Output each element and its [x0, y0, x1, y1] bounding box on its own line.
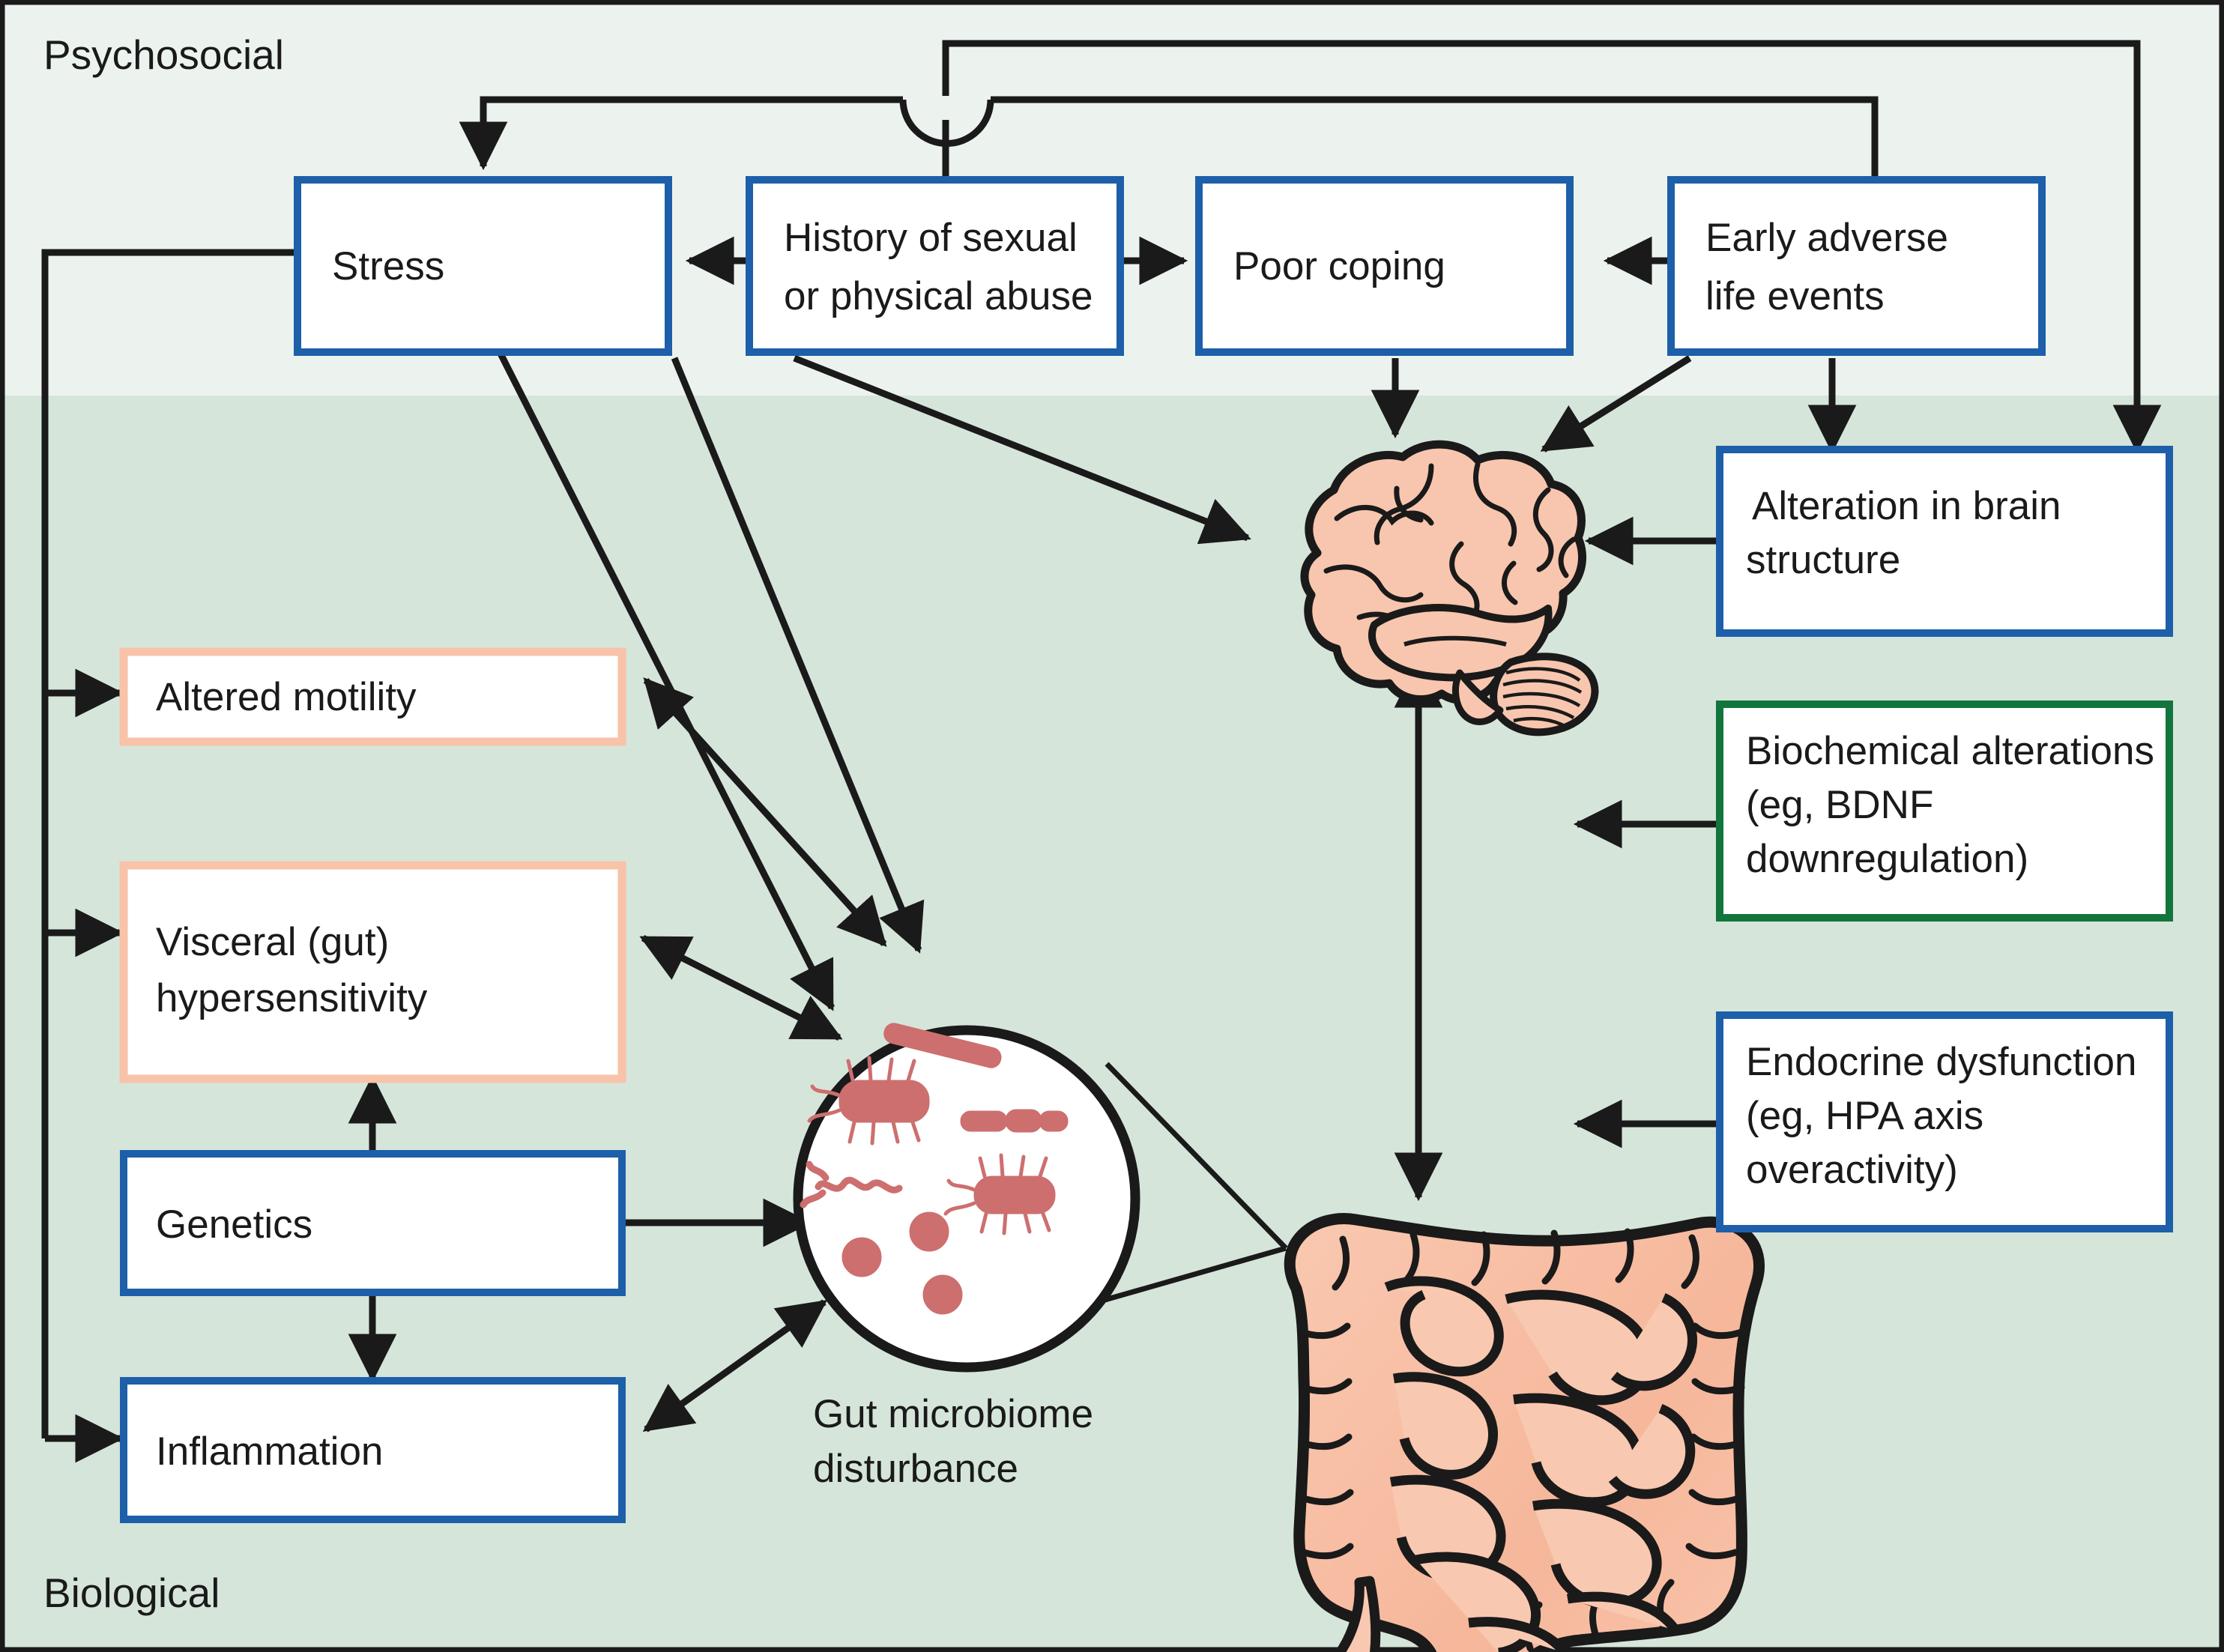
box-visceral-hypersensitivity[interactable]: Visceral (gut) hypersensitivity [119, 861, 626, 1083]
box-stress-rect[interactable] [294, 176, 672, 356]
box-early-adverse-line1: Early adverse [1705, 216, 1948, 260]
edge-microbiome-to-motility [643, 677, 887, 947]
box-history-of-abuse-line1: History of sexual [784, 216, 1078, 260]
box-history-of-abuse-line2: or physical abuse [784, 274, 1093, 318]
box-poor-coping-label: Poor coping [1233, 244, 1445, 288]
box-stress[interactable]: Stress [294, 176, 672, 356]
box-early-adverse-life-events[interactable]: Early adverse life events [1667, 176, 2046, 356]
box-visceral-line2: hypersensitivity [156, 976, 428, 1020]
box-altered-motility-rect[interactable] [119, 647, 626, 746]
box-endocrine-line1: Endocrine dysfunction [1746, 1040, 2137, 1084]
edge-microbiome-to-visceral [639, 934, 843, 1041]
psychosocial-zone-label: Psychosocial [43, 31, 284, 78]
box-early-adverse-line2: life events [1705, 274, 1885, 318]
intestine-illustration [1284, 1213, 1765, 1652]
box-stress-label: Stress [332, 244, 444, 288]
microbiome-caption-line1: Gut microbiome [813, 1392, 1093, 1436]
biological-zone-label: Biological [43, 1570, 220, 1616]
box-endocrine-dysfunction-rect[interactable] [1716, 1011, 2173, 1232]
box-early-adverse-life-events-rect[interactable] [1667, 176, 2046, 356]
edge-stress-left-rail [41, 249, 297, 1438]
box-inflammation[interactable]: Inflammation [120, 1377, 626, 1523]
box-altered-motility-label: Altered motility [156, 675, 417, 719]
box-endocrine-line2: (eg, HPA axis [1746, 1094, 1983, 1138]
box-inflammation-rect[interactable] [120, 1377, 626, 1523]
edge-outer-feedback-rail [942, 40, 2141, 459]
connector-layer [41, 40, 2162, 1463]
edge-inflammation-to-microbiome [642, 1299, 828, 1432]
box-endocrine-line3: overactivity) [1746, 1148, 1958, 1192]
brain-illustration [1300, 440, 1599, 736]
gut-microbiome-circle [793, 1023, 1140, 1373]
box-biochemical-line1: Biochemical alterations [1746, 729, 2154, 773]
box-biochemical-alterations-rect[interactable] [1716, 701, 2173, 922]
edge-inner-feedback-rail-left [459, 96, 903, 171]
microbiome-caption-line2: disturbance [813, 1447, 1018, 1491]
box-genetics-rect[interactable] [120, 1150, 626, 1296]
box-endocrine-dysfunction[interactable]: Endocrine dysfunction (eg, HPA axis over… [1716, 1011, 2173, 1232]
edge-inner-feedback-rail-right [991, 96, 1879, 186]
box-alteration-in-brain-structure[interactable]: Alteration in brain structure [1716, 446, 2173, 637]
edge-abuse-to-brain [793, 354, 1251, 545]
box-genetics-label: Genetics [156, 1202, 312, 1247]
box-visceral-line1: Visceral (gut) [156, 920, 389, 964]
box-poor-coping-rect[interactable] [1195, 176, 1574, 356]
microbiome-circle-outline [793, 1025, 1140, 1373]
box-biochemical-line2: (eg, BDNF [1746, 783, 1933, 827]
box-altered-motility[interactable]: Altered motility [119, 647, 626, 746]
box-brain-structure-line1: Alteration in brain [1752, 484, 2061, 528]
box-inflammation-label: Inflammation [156, 1429, 383, 1474]
edge-earlyevents-to-brain [1540, 355, 1692, 453]
box-history-of-abuse-rect[interactable] [746, 176, 1124, 356]
box-poor-coping[interactable]: Poor coping [1195, 176, 1574, 356]
box-history-of-abuse[interactable]: History of sexual or physical abuse [746, 176, 1124, 356]
box-alteration-in-brain-structure-rect[interactable] [1716, 446, 2173, 637]
box-brain-structure-line2: structure [1746, 538, 1900, 582]
box-biochemical-line3: downregulation) [1746, 837, 2028, 881]
microbiome-organisms [800, 1023, 1069, 1315]
box-genetics[interactable]: Genetics [120, 1150, 626, 1296]
box-visceral-hypersensitivity-rect[interactable] [119, 861, 626, 1083]
box-biochemical-alterations[interactable]: Biochemical alterations (eg, BDNF downre… [1716, 701, 2173, 922]
